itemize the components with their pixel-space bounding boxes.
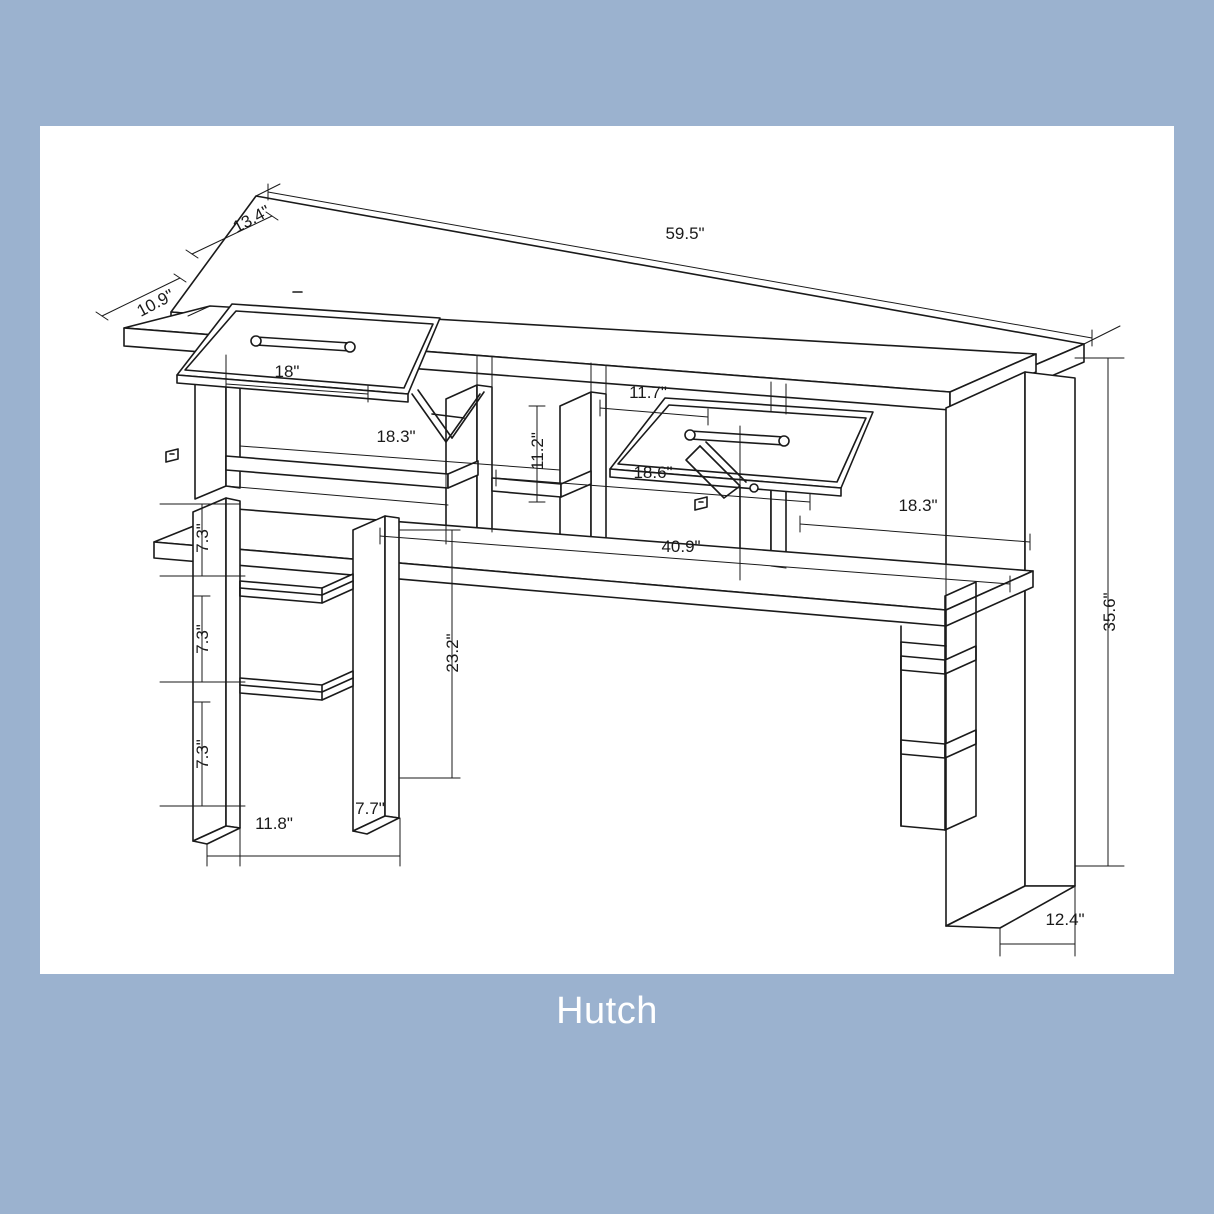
dim-lower-shelf-width: 18.6" — [633, 463, 672, 482]
center-divider-left — [445, 384, 493, 545]
left-tower — [192, 497, 400, 845]
hutch-line-drawing: 13.4" 59.5" 10.9" 18" 11.7" 18.3" 11.2" … — [40, 126, 1174, 974]
dim-center-opening-width: 11.7" — [629, 383, 667, 402]
dim-shelf-right-width: 18.3" — [898, 496, 937, 515]
dim-width-overall: 59.5" — [665, 224, 704, 243]
dim-side-shelf-height-1: 7.3" — [193, 523, 212, 553]
middle-shelf-left — [225, 455, 479, 489]
construction-lines — [225, 354, 947, 927]
right-flip-door — [609, 397, 874, 499]
dim-door-left-width: 18" — [275, 362, 300, 381]
dim-left-tower-width: 7.7" — [355, 799, 385, 818]
hardware-marks — [165, 291, 708, 511]
center-divider-right — [559, 391, 607, 555]
dim-overall-height: 35.6" — [1100, 592, 1119, 631]
dim-side-shelf-height-2: 7.3" — [193, 624, 212, 654]
dim-side-shelf-height-3: 7.3" — [193, 739, 212, 769]
dim-tower-height: 23.2" — [443, 633, 462, 672]
dim-left-tower-depth: 11.8" — [255, 814, 293, 833]
right-side-shelves — [900, 581, 977, 831]
dim-desk-surface-width: 40.9" — [661, 537, 700, 556]
page-title: Hutch — [556, 990, 658, 1032]
dimension-lines — [95, 183, 1125, 957]
dim-shelf-left-width: 18.3" — [376, 427, 415, 446]
dimension-labels: 13.4" 59.5" 10.9" 18" 11.7" 18.3" 11.2" … — [134, 202, 1119, 929]
dim-center-opening-height: 11.2" — [528, 432, 547, 470]
dim-base-depth: 12.4" — [1045, 910, 1084, 929]
